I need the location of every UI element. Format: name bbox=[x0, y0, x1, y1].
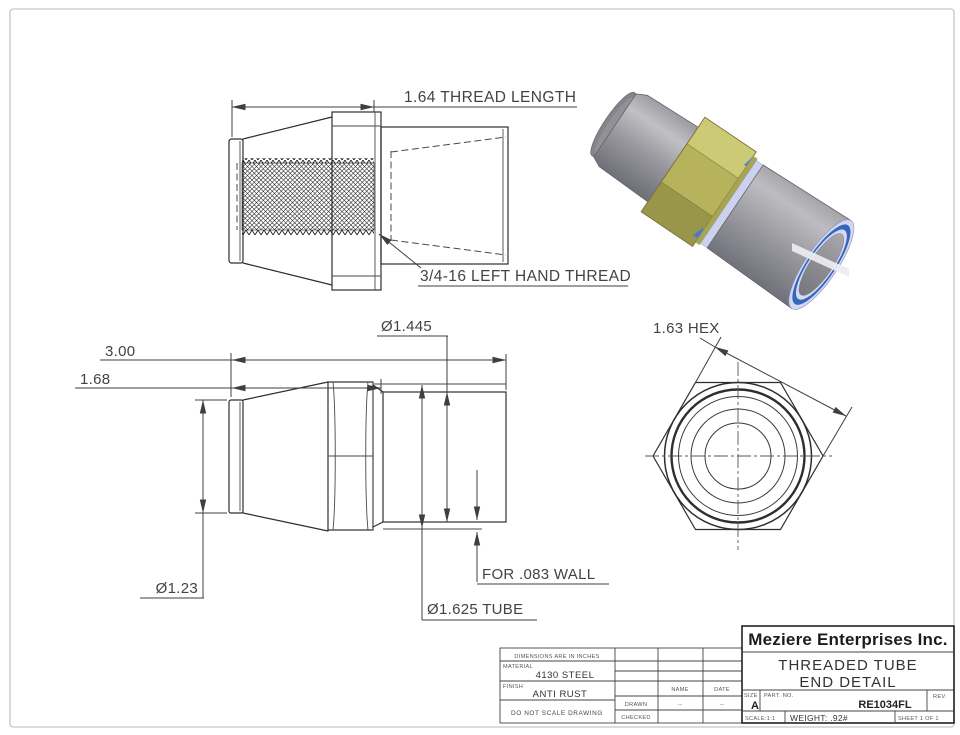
material-value: 4130 STEEL bbox=[536, 670, 595, 681]
wall-thickness-dim: FOR .083 WALL bbox=[482, 566, 595, 583]
thread-callout: 3/4-16 LEFT HAND THREAD bbox=[420, 268, 631, 285]
sheet-value: SHEET 1 OF 1 bbox=[898, 716, 939, 722]
company-name: Meziere Enterprises Inc. bbox=[748, 630, 947, 649]
drawing-title-line1: THREADED TUBE bbox=[778, 657, 917, 674]
body-length-dim: 1.68 bbox=[80, 371, 110, 388]
notes-block: DIMENSIONS ARE IN INCHES MATERIAL 4130 S… bbox=[499, 647, 743, 724]
hex-size-dim: 1.63 HEX bbox=[653, 320, 720, 337]
drawing-title-line2: END DETAIL bbox=[799, 674, 896, 691]
finish-label: FINISH bbox=[503, 684, 523, 690]
checked-label: CHECKED bbox=[621, 715, 650, 721]
thread-length-dim: 1.64 THREAD LENGTH bbox=[404, 89, 576, 106]
drawn-name: -- bbox=[678, 702, 682, 708]
thread-crest-top bbox=[242, 158, 374, 163]
tube-diameter-dim: Ø1.625 TUBE bbox=[427, 601, 523, 618]
material-label: MATERIAL bbox=[503, 664, 533, 670]
thread-crest-bottom bbox=[242, 230, 374, 235]
finish-value: ANTI RUST bbox=[533, 689, 588, 700]
size-value: A bbox=[751, 700, 759, 712]
weight-value: WEIGHT: .92# bbox=[790, 713, 848, 723]
part-no-label: PART. NO. bbox=[764, 693, 794, 699]
name-header: NAME bbox=[671, 687, 688, 693]
render-bore-highlight bbox=[792, 243, 849, 277]
section-view: 1.64 THREAD LENGTH 3/4-16 LEFT HAND THRE… bbox=[228, 89, 631, 291]
thread-hatch bbox=[241, 162, 375, 231]
date-header: DATE bbox=[714, 687, 730, 693]
hex-end-view: 1.63 HEX bbox=[645, 320, 853, 550]
render-hex-nut bbox=[640, 116, 757, 248]
title-block: DIMENSIONS ARE IN INCHES MATERIAL 4130 S… bbox=[499, 625, 955, 724]
render-washer-olive bbox=[695, 156, 758, 246]
dimensions-note: DIMENSIONS ARE IN INCHES bbox=[514, 654, 599, 660]
drawn-label: DRAWN bbox=[625, 702, 647, 708]
page-border bbox=[9, 8, 955, 728]
render-3d bbox=[590, 91, 855, 310]
flange-diameter-dim: Ø1.23 bbox=[156, 580, 198, 597]
scale-note: DO NOT SCALE DRAWING bbox=[511, 710, 603, 717]
part-number: RE1034FL bbox=[858, 699, 911, 711]
side-view: 3.00 1.68 Ø1.23 Ø1.445 Ø1.625 TUBE FOR .… bbox=[75, 318, 609, 621]
drawn-date: -- bbox=[720, 702, 724, 708]
title-section: Meziere Enterprises Inc. THREADED TUBE E… bbox=[741, 625, 955, 724]
pilot-diameter-dim: Ø1.445 bbox=[381, 318, 432, 335]
size-label: SIZE bbox=[744, 693, 758, 699]
scale-value: SCALE:1:1 bbox=[745, 716, 775, 722]
overall-length-dim: 3.00 bbox=[105, 343, 135, 360]
rev-label: REV. bbox=[933, 694, 947, 700]
